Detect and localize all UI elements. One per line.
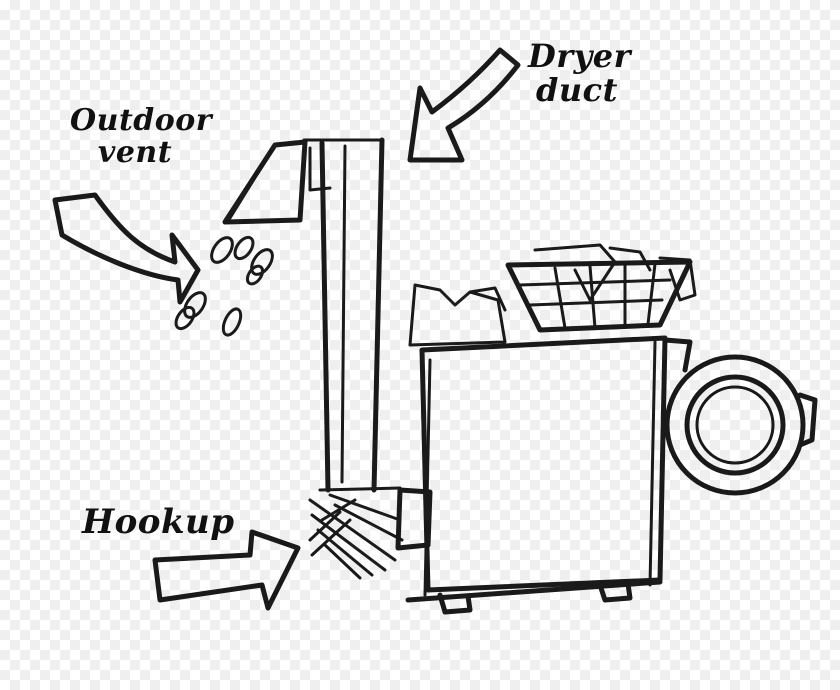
dryer-duct-label-line-2: duct (536, 70, 618, 109)
hookup-connector (308, 486, 433, 580)
dryer-machine (405, 283, 693, 615)
dryer-duct-label: Dryer duct (528, 37, 638, 109)
outdoor-vent-label: Outdoor vent (70, 103, 213, 170)
vertical-duct (308, 137, 385, 493)
hookup-label-text: Hookup (82, 502, 235, 542)
dryer-duct-label-line-1: Dryer (528, 37, 631, 75)
dryer-duct-arrow (407, 47, 521, 163)
exhaust-particles (174, 235, 274, 337)
outdoor-vent-arrow (52, 192, 201, 305)
laundry-basket (505, 243, 697, 333)
hookup-label: Hookup (82, 502, 235, 542)
outdoor-vent-label-line-2: vent (97, 134, 173, 170)
outdoor-vent-hood (222, 138, 382, 225)
washer-drum (664, 354, 818, 496)
hookup-arrow (152, 529, 301, 611)
outdoor-vent-label-line-1: Outdoor (70, 103, 213, 138)
